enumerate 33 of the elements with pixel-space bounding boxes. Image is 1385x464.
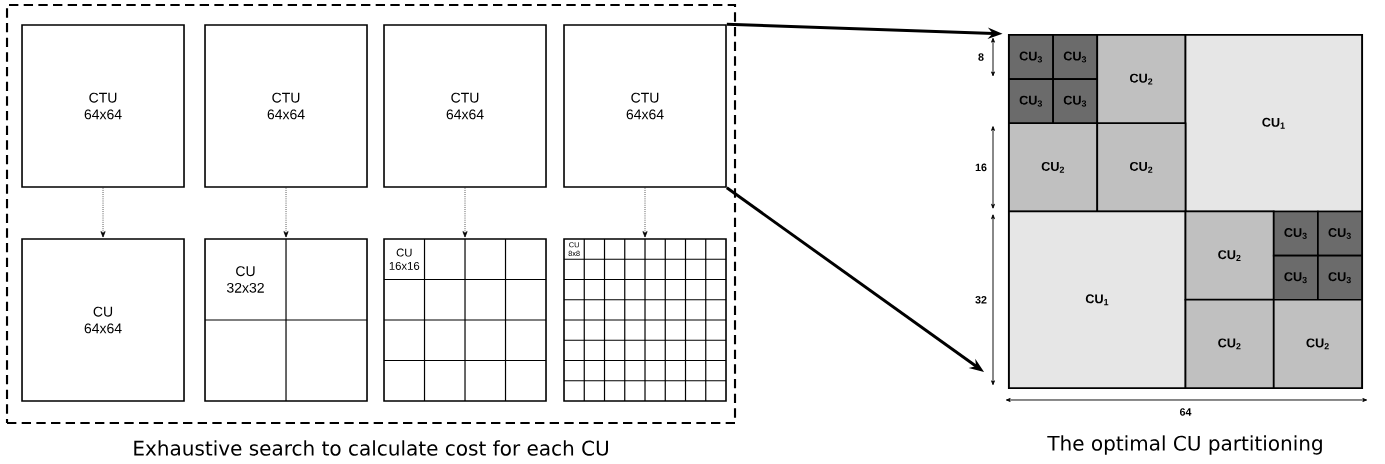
partition-cell: CU$_{3}$ [1052,78,1099,125]
process-box: CTU 64x64 [21,24,185,188]
grid-box: CU 32x32 [204,238,368,402]
partition-cell: CU$_{1}$ [1008,210,1187,389]
panel-label: The optimal CU partitioning [1047,435,1322,455]
process-box: CTU 64x64 [204,24,368,188]
dimension-label: 16 [975,163,987,172]
process-box: CTU 64x64 [563,24,727,188]
arrow [642,187,648,238]
partition-cell: CU$_{2}$ [1184,210,1275,301]
process-box: CTU 64x64 [383,24,547,188]
grid-box: CU 16x16 [383,238,547,402]
partition-cell: CU$_{3}$ [1008,34,1054,80]
partition-cell: CU$_{1}$ [1184,34,1363,213]
grid-box: CU 64x64 [21,238,185,402]
partition-cell: CU$_{2}$ [1008,122,1099,213]
arrow [283,187,289,238]
partition-cell: CU$_{3}$ [1317,210,1363,257]
arrow [462,187,468,238]
partition-cell: CU$_{3}$ [1272,210,1319,257]
partition-cell: CU$_{3}$ [1052,34,1099,80]
arrow [100,187,106,238]
panel-label: Exhaustive search to calculate cost for each CU [134,440,608,456]
dimension-label: 32 [975,295,987,304]
partition-cell: CU$_{3}$ [1317,254,1363,301]
partition-cell: CU$_{2}$ [1184,298,1275,389]
partition-cell: CU$_{3}$ [1272,254,1319,301]
partition-cell: CU$_{2}$ [1272,298,1363,389]
dimension-label: 8 [978,53,984,61]
partition-cell: CU$_{2}$ [1096,122,1187,213]
partition-cell: CU$_{2}$ [1096,34,1187,125]
dimension-label: 64 [1179,408,1192,416]
partition-cell: CU$_{3}$ [1008,78,1054,125]
